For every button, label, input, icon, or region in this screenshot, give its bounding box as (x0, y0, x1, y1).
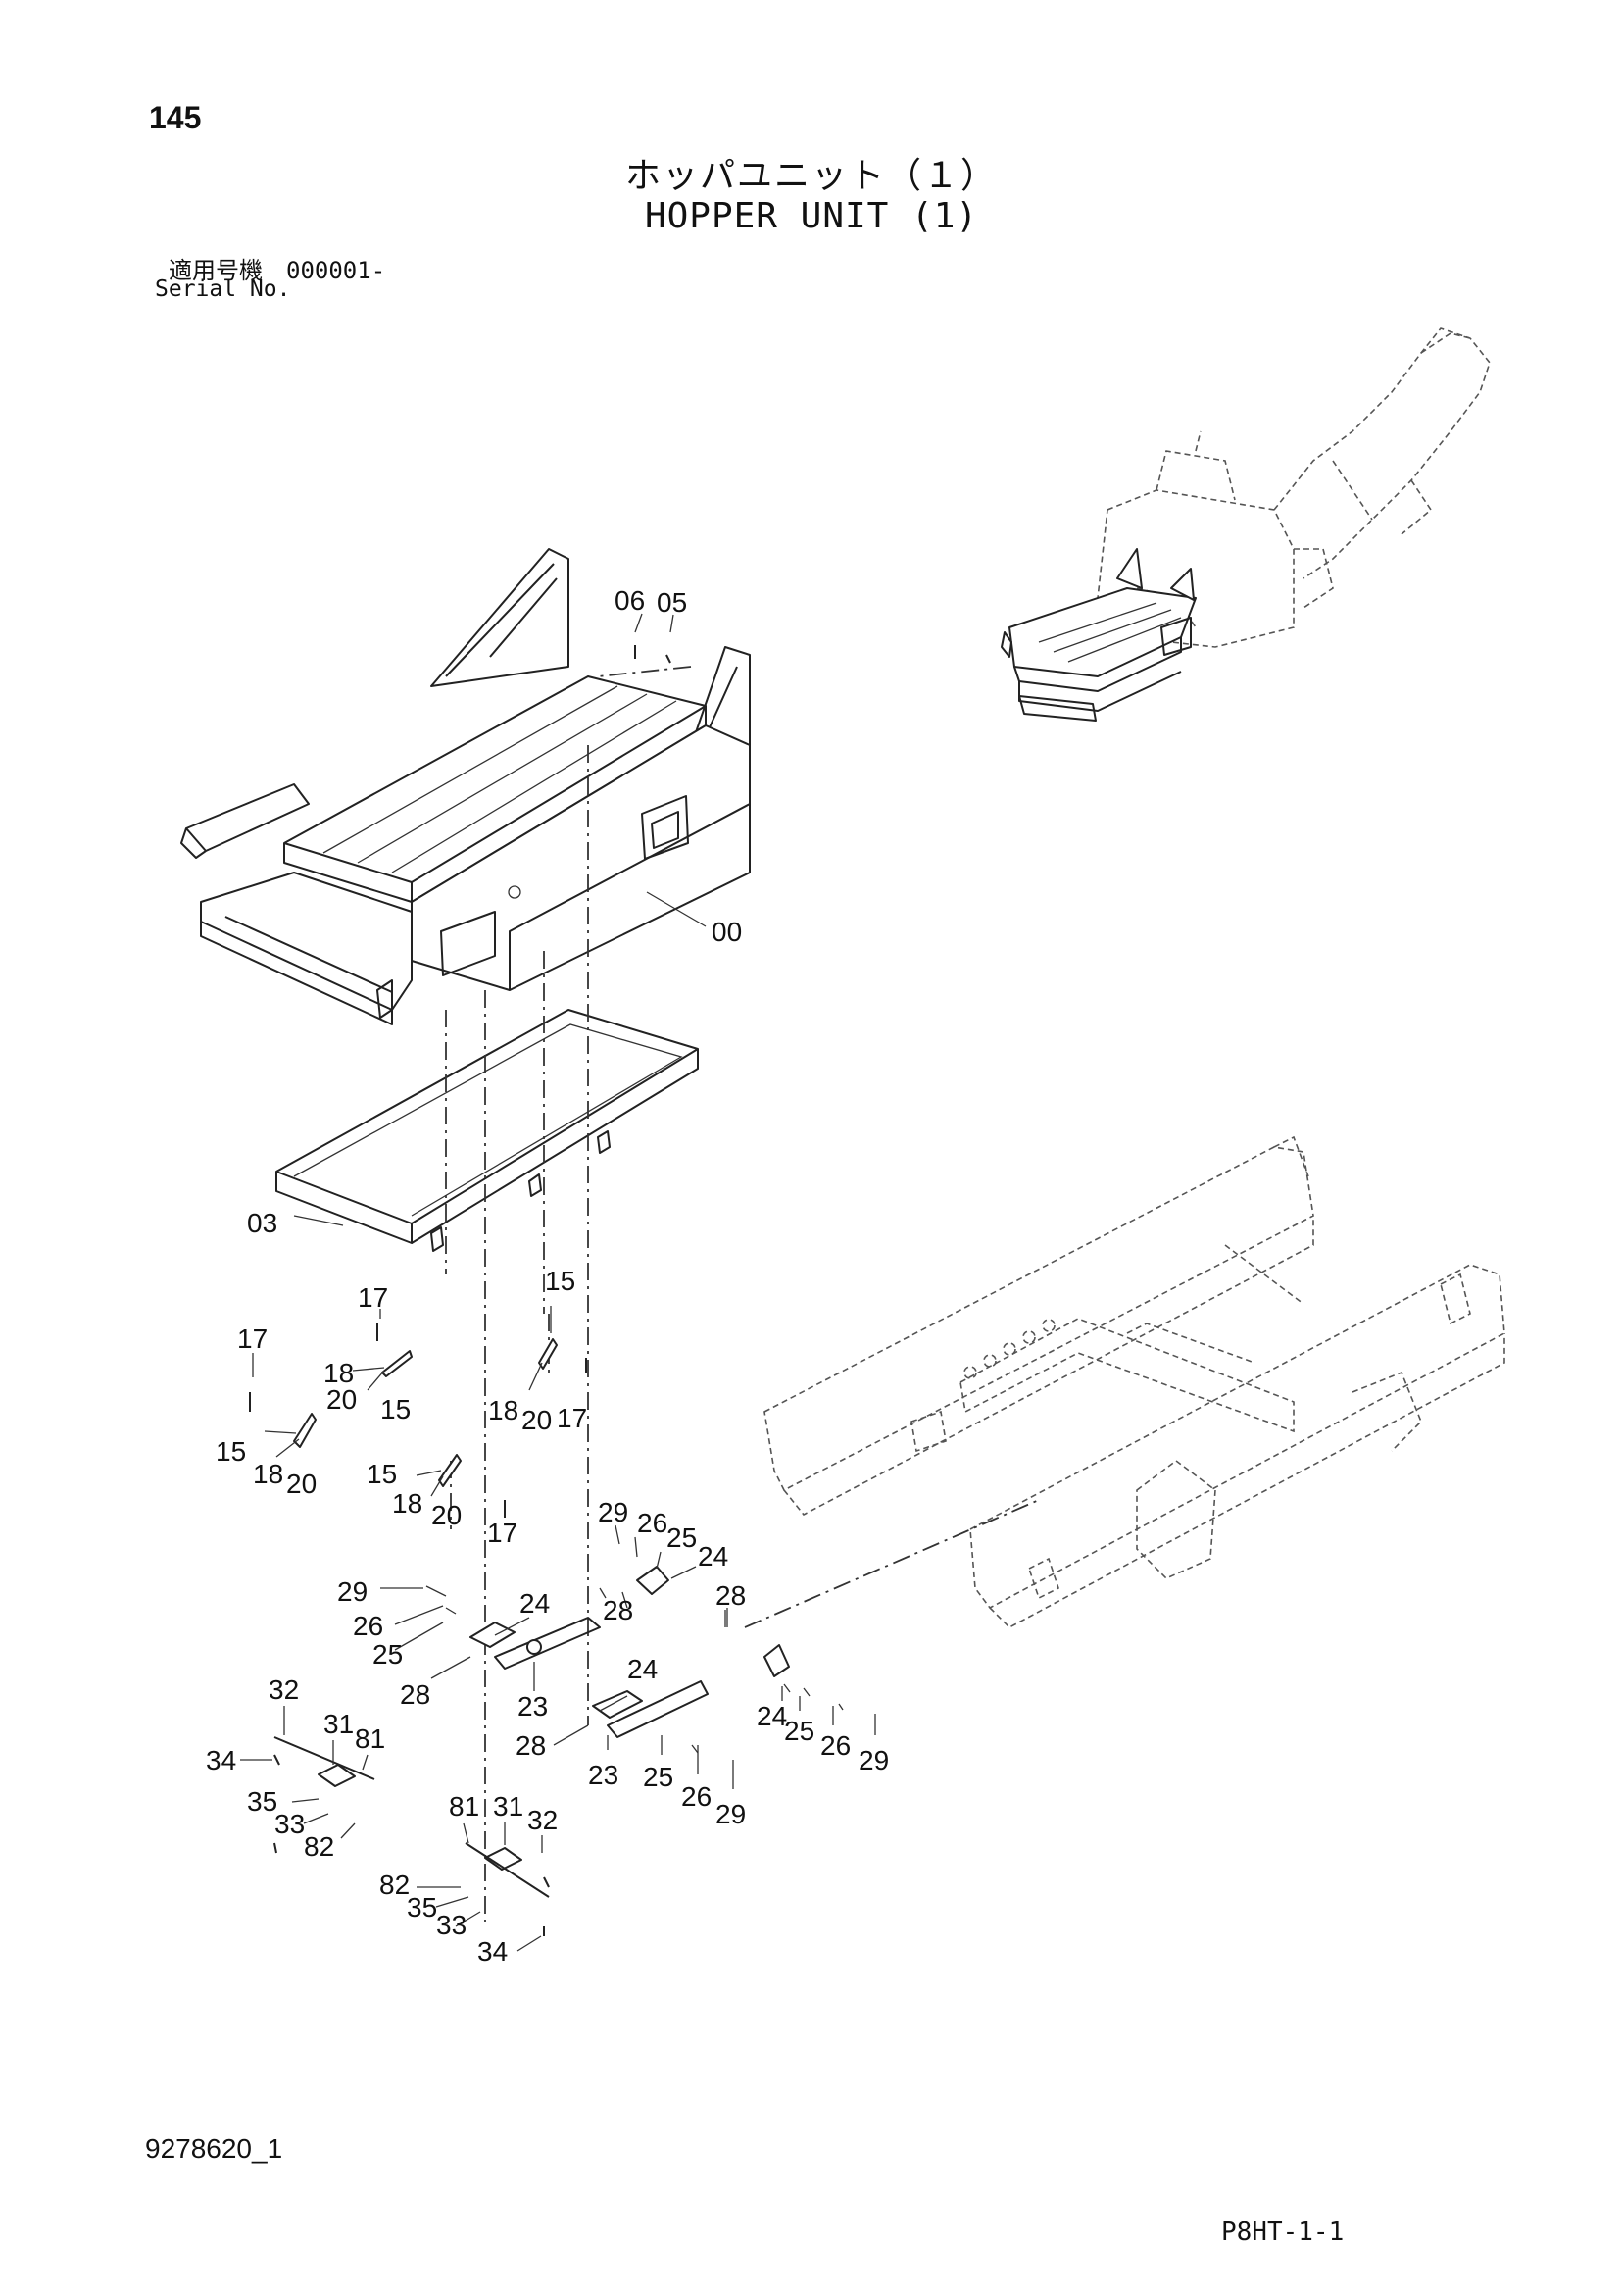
serial-label-japanese: 適用号機 000001- (169, 251, 385, 285)
callout-24: 24 (627, 1654, 658, 1684)
callout-28: 28 (516, 1730, 546, 1761)
callout-33: 33 (436, 1910, 467, 1940)
hopper-frame-part-00 (180, 548, 751, 1025)
callout-25: 25 (784, 1716, 814, 1746)
callout-29: 29 (598, 1497, 628, 1527)
title-english: HOPPER UNIT (1) (644, 196, 979, 236)
callout-25: 25 (666, 1522, 697, 1553)
document-number: 9278620_1 (145, 2133, 283, 2164)
callout-35: 35 (247, 1786, 277, 1817)
callout-24: 24 (757, 1701, 787, 1731)
hardware-parts (249, 645, 844, 1936)
callout-23: 23 (517, 1691, 548, 1722)
page-code: P8HT-1-1 (1221, 2218, 1345, 2247)
callout-29: 29 (337, 1576, 368, 1607)
callout-05: 05 (657, 587, 687, 618)
callout-35: 35 (407, 1892, 437, 1922)
callout-28: 28 (400, 1679, 430, 1710)
leader-lines (240, 613, 876, 1952)
callout-17: 17 (557, 1403, 587, 1433)
callout-labels: 06 05 00 03 17 17 18 20 15 15 18 20 15 1… (206, 585, 889, 1967)
serial-label-english: Serial No. (155, 276, 291, 302)
callout-31: 31 (493, 1791, 523, 1822)
callout-06: 06 (615, 585, 645, 616)
callout-82: 82 (379, 1870, 410, 1900)
callout-82: 82 (304, 1831, 334, 1862)
callout-81: 81 (449, 1791, 479, 1822)
callout-15: 15 (216, 1436, 246, 1467)
callout-81: 81 (355, 1723, 385, 1754)
callout-23: 23 (588, 1760, 618, 1790)
callout-18: 18 (488, 1395, 518, 1425)
tray-plate-part-03 (275, 1009, 699, 1252)
title-japanese: ホッパユニット（１） (624, 156, 998, 196)
callout-26: 26 (820, 1730, 851, 1761)
callout-03: 03 (247, 1208, 277, 1238)
serial-label-jp-text: 適用号機 (169, 257, 263, 284)
callout-20: 20 (431, 1500, 462, 1530)
page-number: 145 (149, 100, 202, 135)
callout-20: 20 (326, 1384, 357, 1415)
alignment-lines (445, 666, 1040, 1922)
callout-17: 17 (358, 1282, 388, 1313)
callout-15: 15 (367, 1459, 397, 1489)
callout-00: 00 (712, 917, 742, 947)
callout-18: 18 (323, 1358, 354, 1388)
callout-20: 20 (286, 1469, 317, 1499)
callout-29: 29 (859, 1745, 889, 1775)
callout-32: 32 (269, 1674, 299, 1705)
callout-15: 15 (545, 1266, 575, 1296)
callout-33: 33 (274, 1809, 305, 1839)
callout-26: 26 (681, 1781, 712, 1812)
callout-32: 32 (527, 1805, 558, 1835)
callout-26: 26 (637, 1508, 667, 1538)
callout-29: 29 (715, 1799, 746, 1829)
callout-25: 25 (643, 1762, 673, 1792)
callout-17: 17 (487, 1518, 517, 1548)
callout-34: 34 (206, 1745, 236, 1775)
callout-17: 17 (237, 1323, 268, 1354)
callout-28: 28 (715, 1580, 746, 1611)
callout-28: 28 (603, 1595, 633, 1625)
callout-24: 24 (698, 1541, 728, 1572)
serial-range: 000001- (286, 257, 386, 284)
callout-18: 18 (253, 1459, 283, 1489)
callout-20: 20 (521, 1405, 552, 1435)
callout-25: 25 (372, 1639, 403, 1670)
chassis-frame-illustration (763, 1135, 1505, 1628)
callout-18: 18 (392, 1488, 422, 1519)
callout-31: 31 (323, 1709, 354, 1739)
callout-15: 15 (380, 1394, 411, 1424)
locator-machine-illustration (1001, 327, 1491, 722)
callout-24: 24 (519, 1588, 550, 1619)
callout-34: 34 (477, 1936, 508, 1967)
callout-26: 26 (353, 1611, 383, 1641)
